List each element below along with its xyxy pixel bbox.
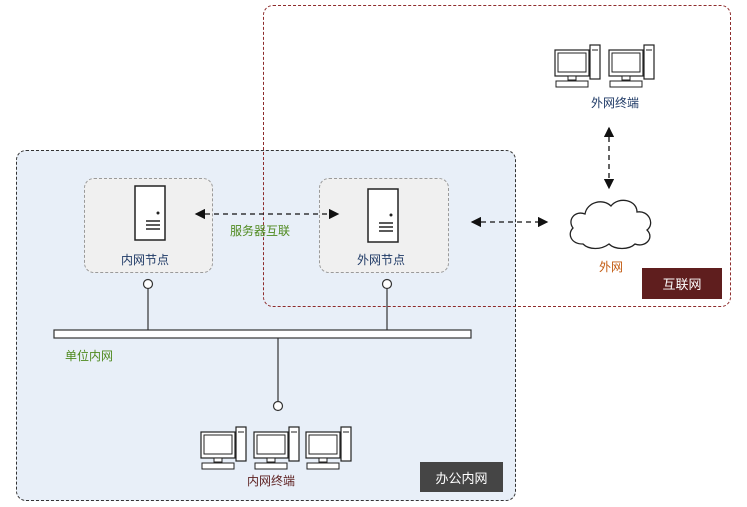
computer-icon <box>305 426 352 470</box>
inner-node-port <box>142 278 154 290</box>
server-link-label: 服务器互联 <box>230 224 291 238</box>
internet-zone-tag: 互联网 <box>642 268 722 299</box>
computer-icon <box>253 426 300 470</box>
wan-label: 外网 <box>599 260 624 274</box>
computer-icon <box>200 426 247 470</box>
computer-icon <box>554 44 601 88</box>
lan-bus <box>53 329 472 339</box>
inner-terminal-port <box>272 400 284 412</box>
computer-icon <box>608 44 655 88</box>
outer-node-port <box>381 278 393 290</box>
outer-node-label: 外网节点 <box>357 253 406 267</box>
lan-label: 单位内网 <box>65 349 114 363</box>
office-zone-tag: 办公内网 <box>420 462 503 492</box>
inner-node-label: 内网节点 <box>121 253 170 267</box>
outer-terminal-label: 外网终端 <box>591 96 640 110</box>
inner-terminal-label: 内网终端 <box>247 474 296 488</box>
cloud-icon <box>569 199 652 250</box>
internet-zone <box>263 5 731 307</box>
server-icon <box>134 185 166 241</box>
server-icon <box>367 188 399 243</box>
